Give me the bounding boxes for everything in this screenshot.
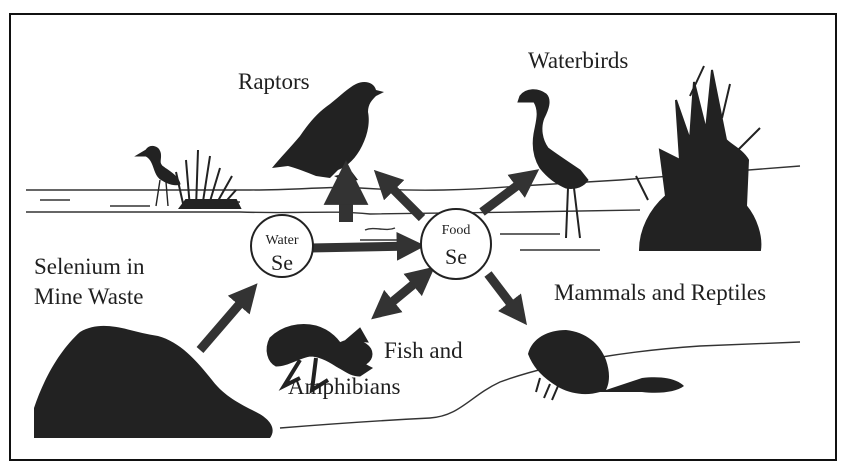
label-waterbirds: Waterbirds	[528, 48, 628, 73]
arrow-food-to-mammals	[488, 274, 520, 316]
label-mammals-reptiles: Mammals and Reptiles	[554, 280, 766, 305]
mammal-icon	[528, 330, 684, 400]
arrow-food-to-raptors	[382, 178, 422, 218]
reeds-right-icon	[636, 66, 760, 250]
arrow-food-to-waterbirds	[482, 176, 530, 212]
label-fish-line2: Amphibians	[288, 374, 400, 399]
water-node-symbol: Se	[271, 250, 293, 275]
raptor-icon	[272, 82, 384, 182]
waterbird-icon	[518, 90, 588, 238]
water-node-label: Water	[265, 233, 298, 248]
arrow-water-to-food	[310, 246, 414, 248]
reeds-left-icon	[176, 150, 240, 208]
arrow-minewaste-to-water	[200, 292, 250, 350]
food-node-label: Food	[442, 223, 471, 238]
label-fish-line1: Fish and	[384, 338, 463, 363]
label-selenium-line1: Selenium in	[34, 254, 145, 279]
small-heron-icon	[136, 146, 180, 206]
food-node-symbol: Se	[445, 244, 467, 269]
food-se-node: Food Se	[421, 209, 491, 279]
label-selenium-line2: Mine Waste	[34, 284, 144, 309]
label-raptors: Raptors	[238, 69, 310, 94]
mine-waste-icon	[34, 326, 273, 438]
water-se-node: Water Se	[251, 215, 313, 277]
arrow-food-fish-bidirectional	[380, 274, 426, 312]
